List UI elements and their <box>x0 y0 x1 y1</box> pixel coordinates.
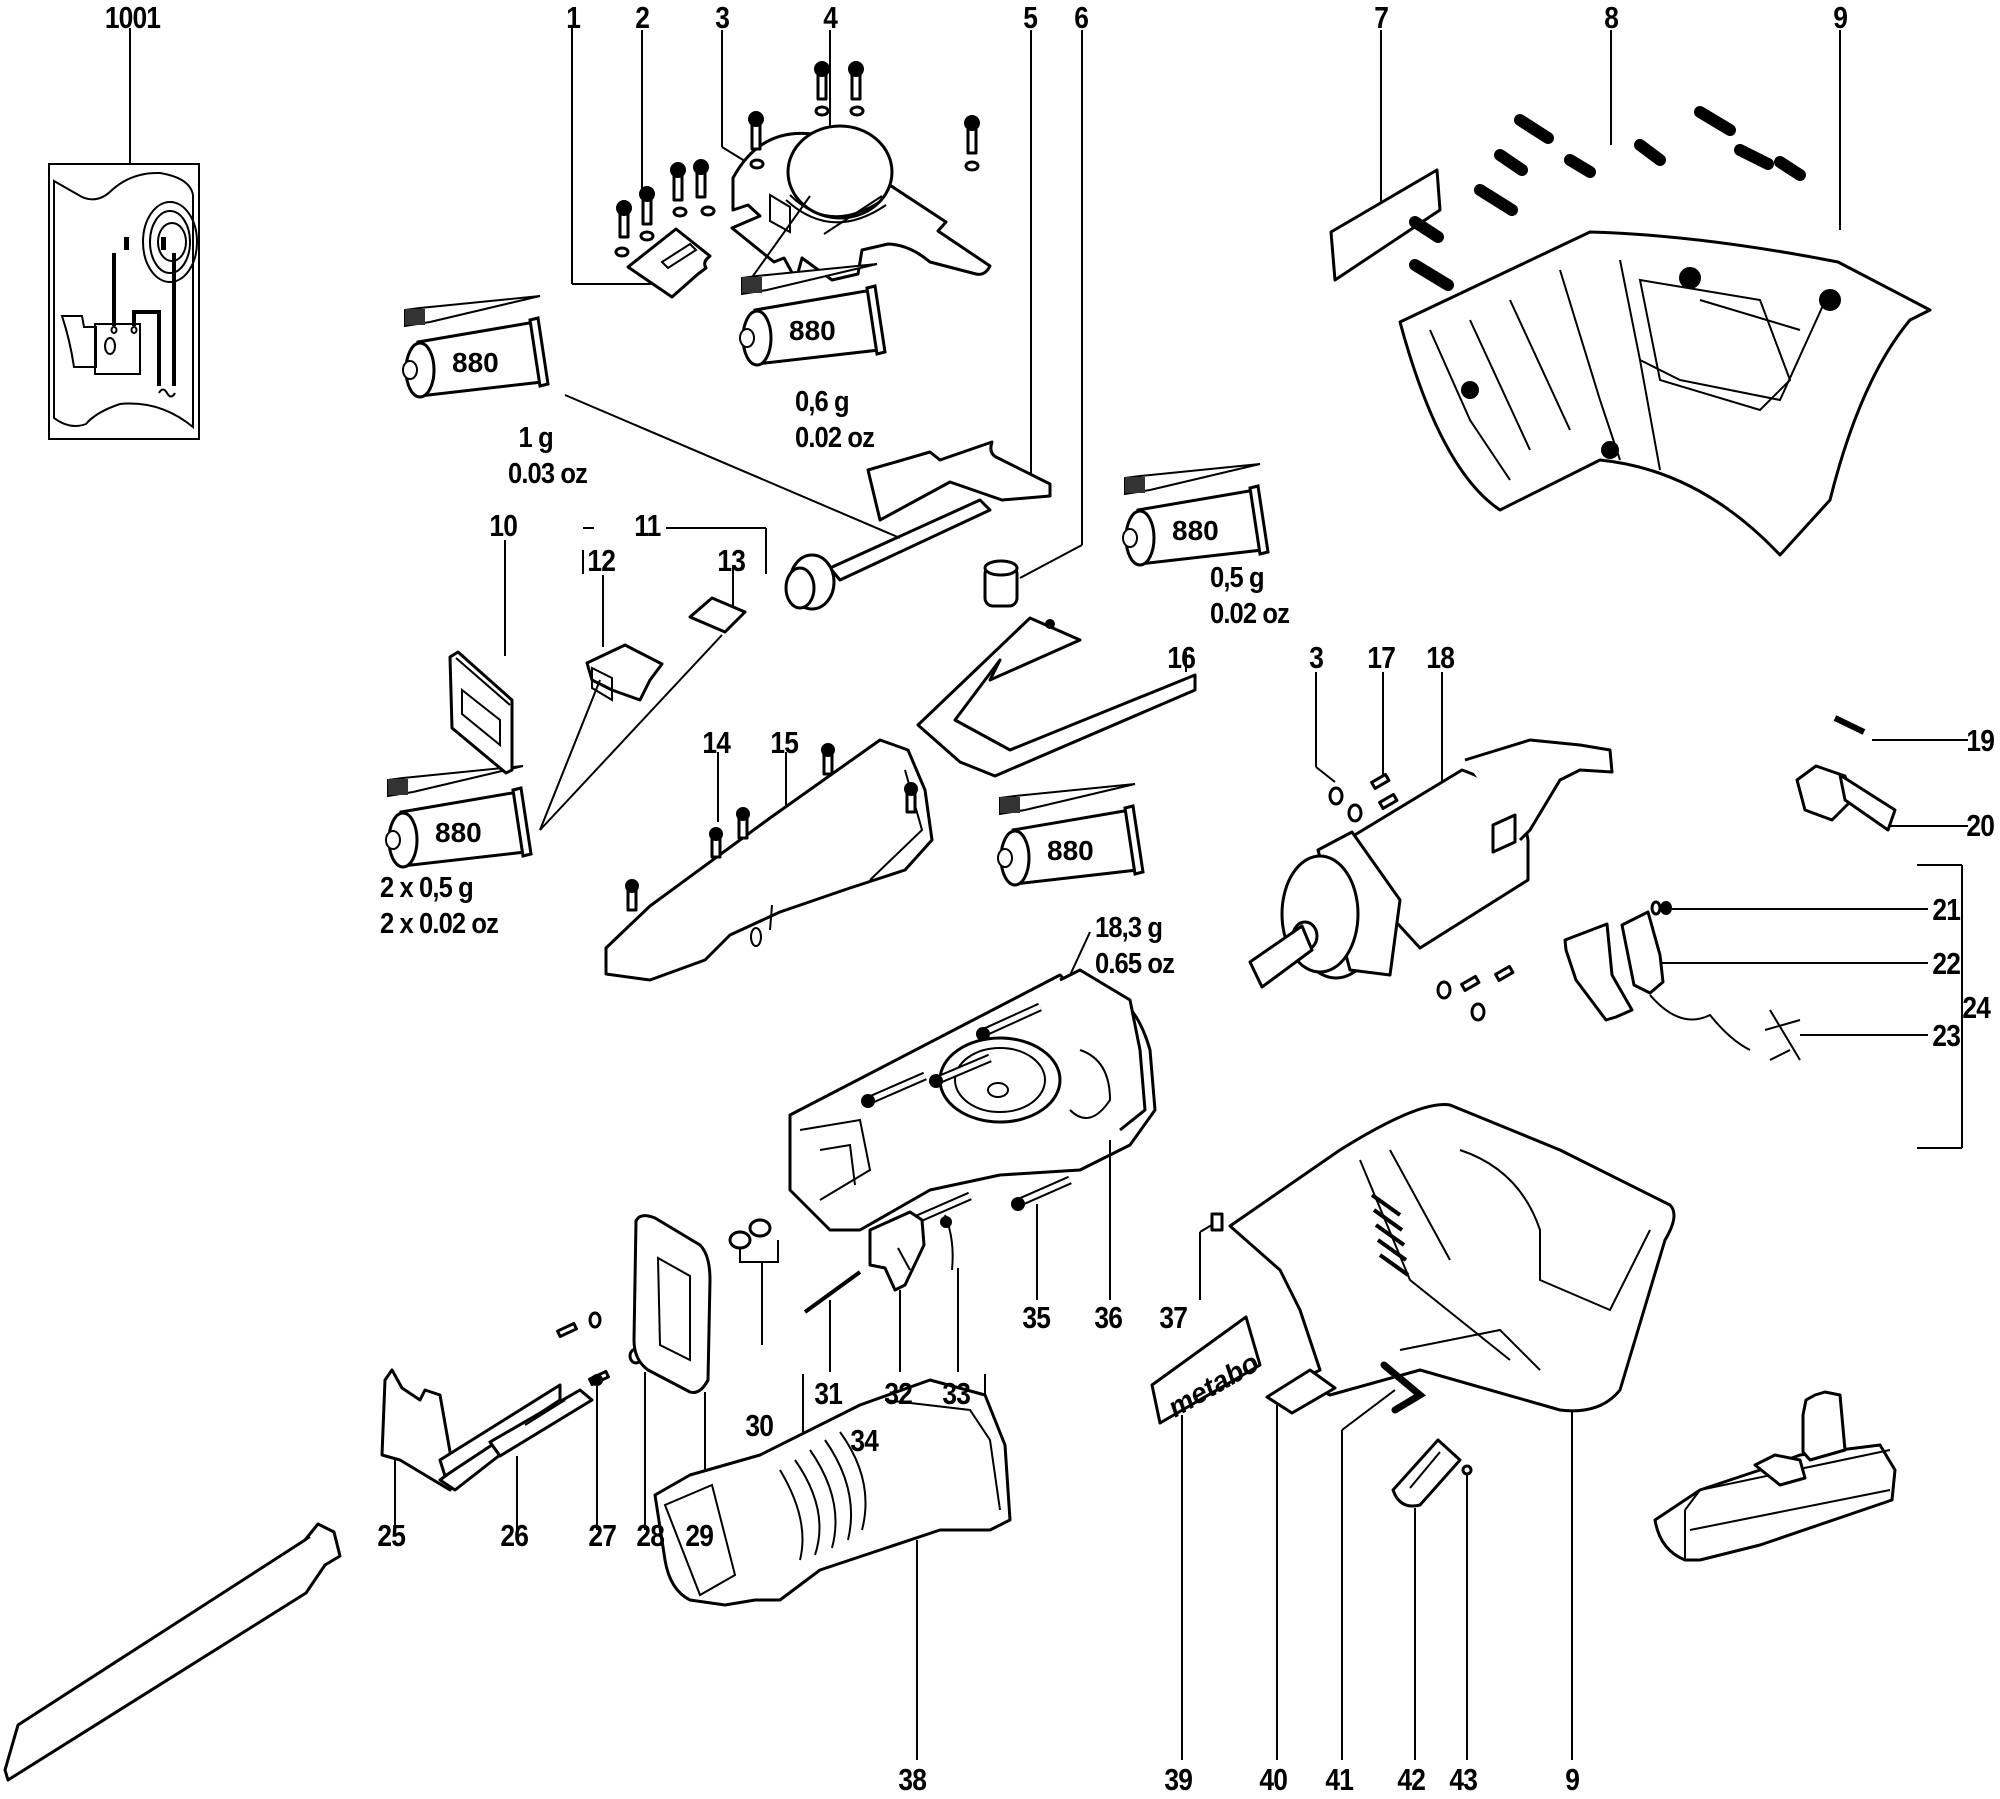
grease-tube-label: 880 <box>789 315 836 346</box>
grease-tube-icon: 880 <box>385 765 533 869</box>
part-label: 5 <box>1023 0 1038 35</box>
screw-icon <box>614 61 980 258</box>
grease-quantity-1g: 1 g 0.03 oz <box>508 420 588 492</box>
part-label: 34 <box>850 1423 879 1458</box>
grease-tube-icon: 880 <box>1122 463 1270 567</box>
gear-cover-assembly <box>571 28 992 299</box>
screw-icon <box>625 743 918 912</box>
part-label: 21 <box>1932 892 1961 927</box>
grease-qty-metric: 0,5 g <box>1210 562 1265 594</box>
grease-quantity-18-3g: 18,3 g 0.65 oz <box>1095 910 1175 982</box>
part-label: 1001 <box>104 0 161 35</box>
part-label: 23 <box>1932 1018 1961 1053</box>
part-label: 6 <box>1074 0 1089 35</box>
part-label: 40 <box>1259 1762 1288 1797</box>
part-label: 29 <box>685 1518 714 1553</box>
part-label: 22 <box>1932 946 1961 981</box>
part-label: 8 <box>1604 0 1619 35</box>
part-label: 37 <box>1159 1300 1188 1335</box>
part-label: 3 <box>715 0 730 35</box>
grease-tube-label: 880 <box>435 817 482 848</box>
part-label: 18 <box>1426 640 1455 675</box>
part-label: 41 <box>1325 1762 1354 1797</box>
trigger-switch-assembly <box>1563 864 1963 1149</box>
grease-tube-icon: 880 <box>402 295 550 399</box>
part-label: 38 <box>898 1762 927 1797</box>
part-label: 9 <box>1833 0 1848 35</box>
part-label: 42 <box>1397 1762 1426 1797</box>
part-label: 33 <box>942 1376 971 1411</box>
part-label: 31 <box>814 1376 843 1411</box>
clamp-hardware <box>728 1210 986 1441</box>
part-label: 30 <box>745 1408 774 1443</box>
grease-tubes: 880 880 880 880 880 <box>385 263 1270 887</box>
grease-qty-metric: 18,3 g <box>1095 912 1163 944</box>
part-label: 2 <box>635 0 650 35</box>
gear-cover <box>604 616 1197 982</box>
battery-pack <box>1653 1390 1897 1562</box>
brush-holder-parts <box>448 527 767 831</box>
part-label: 36 <box>1094 1300 1123 1335</box>
brush-spring-and-holder <box>1795 715 1968 832</box>
motor-housing-half <box>1329 30 1932 557</box>
part-label: 43 <box>1449 1762 1478 1797</box>
part-label: 26 <box>500 1518 529 1553</box>
grease-qty-imperial: 0.02 oz <box>1210 598 1290 630</box>
part-label: 10 <box>489 508 518 543</box>
grease-tube-label: 880 <box>1172 515 1219 546</box>
grease-qty-metric: 0,6 g <box>795 386 850 418</box>
screw-icon <box>1409 106 1806 291</box>
part-label: 39 <box>1164 1762 1193 1797</box>
front-rubber-boot <box>653 1378 1012 1760</box>
part-label: 4 <box>823 0 838 35</box>
part-label: 7 <box>1374 0 1389 35</box>
grease-tube-label: 880 <box>1047 835 1094 866</box>
part-label: 1 <box>566 0 581 35</box>
part-label: 17 <box>1367 640 1396 675</box>
screw-icon <box>861 1002 1072 1229</box>
grease-tube-label: 880 <box>452 347 499 378</box>
grease-tube-icon: 880 <box>739 263 887 367</box>
part-label: 19 <box>1966 723 1995 758</box>
part-label: 32 <box>884 1376 913 1411</box>
part-label: 25 <box>377 1518 406 1553</box>
part-label: 20 <box>1966 808 1995 843</box>
part-label: 13 <box>717 543 746 578</box>
handle-housing-half: metabo <box>1150 1103 1897 1760</box>
grease-qty-metric: 2 x 0,5 g <box>380 872 474 904</box>
grease-qty-imperial: 0.03 oz <box>508 458 588 490</box>
grease-tube-icon: 880 <box>997 783 1145 887</box>
grease-qty-metric: 1 g <box>518 422 554 454</box>
part-label: 28 <box>636 1518 665 1553</box>
grease-qty-imperial: 0.02 oz <box>795 422 875 454</box>
part-label: 24 <box>1962 990 1991 1025</box>
part-label: 16 <box>1167 640 1196 675</box>
part-label: 14 <box>702 725 731 760</box>
part-label: 12 <box>587 543 616 578</box>
wiring-diagram-inset <box>48 28 200 440</box>
grease-quantity-2x0-5g: 2 x 0,5 g 2 x 0.02 oz <box>380 870 499 942</box>
electric-motor <box>1248 672 1614 1022</box>
part-label: 15 <box>770 725 799 760</box>
part-label: 11 <box>634 508 661 543</box>
part-label: 27 <box>588 1518 617 1553</box>
screw-icon <box>1328 772 1515 1022</box>
grease-qty-imperial: 0.65 oz <box>1095 948 1175 980</box>
blade-and-clamp <box>3 1214 712 1782</box>
grease-quantity-0-6g: 0,6 g 0.02 oz <box>795 384 875 456</box>
part-label: 35 <box>1022 1300 1051 1335</box>
gear-housing <box>788 931 1157 1300</box>
part-label: 9 <box>1565 1762 1580 1797</box>
part-label: 3 <box>1309 640 1324 675</box>
grease-quantity-0-5g: 0,5 g 0.02 oz <box>1210 560 1290 632</box>
plunger-rod <box>564 30 1083 611</box>
grease-qty-imperial: 2 x 0.02 oz <box>380 908 499 940</box>
